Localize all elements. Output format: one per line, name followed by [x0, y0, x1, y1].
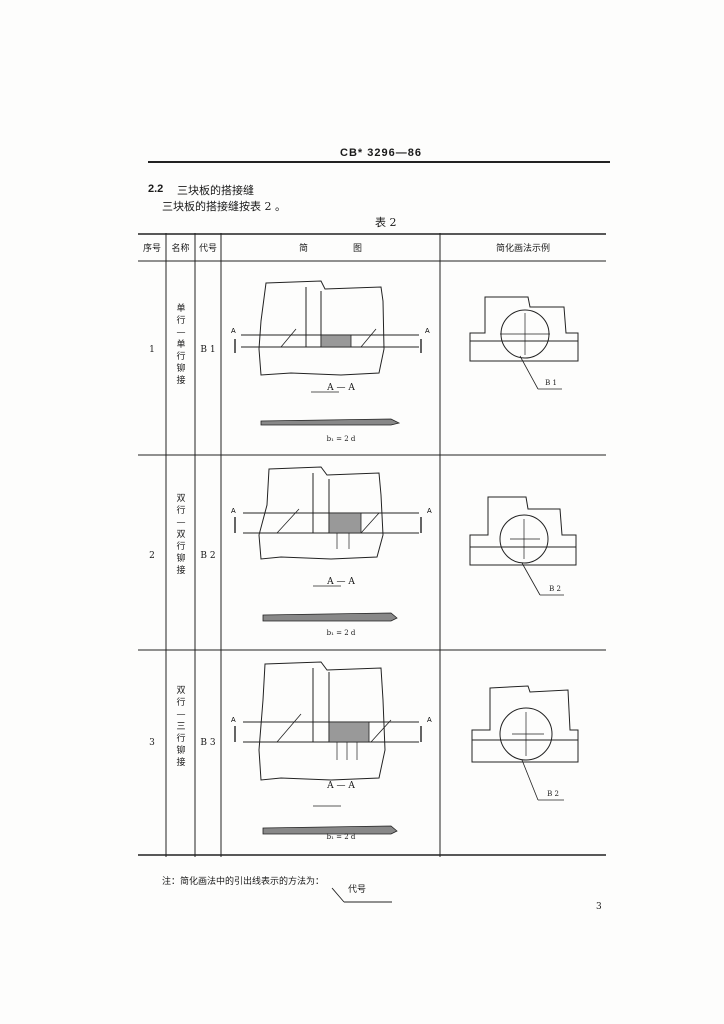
row1-section-label: A — A [327, 383, 355, 393]
row3-section-label: A — A [327, 781, 355, 791]
rivet-joint-table: 序号 名称 代号 简 图 简化画法示例 1 单行—单行铆接 B 1 A A A … [138, 233, 606, 857]
row1-callout: B 1 [545, 379, 557, 387]
header-simplified: 简化画法示例 [495, 244, 550, 254]
row2-formula: b₁ = 2 d [326, 629, 356, 637]
row3-name: 双行—三行铆接 [176, 686, 186, 768]
row3-simplified [471, 685, 579, 801]
row3-diagram: A A [231, 661, 432, 835]
section-number: 2.2 [148, 183, 164, 195]
row1-code: B 1 [200, 345, 216, 355]
row3-seq: 3 [149, 738, 155, 748]
table-grid [138, 233, 606, 857]
row2-diagram: A A [231, 466, 432, 622]
svg-text:A: A [427, 508, 432, 515]
header-rule [148, 161, 610, 163]
row2-seq: 2 [149, 551, 155, 561]
table-note: 注：简化画法中的引出线表示的方法为： [162, 877, 325, 887]
row3-code: B 3 [200, 738, 216, 748]
section-intro: 三块板的搭接缝按表 2 。 [162, 200, 286, 213]
row2-name: 双行—双行铆接 [176, 494, 186, 576]
header-code: 代号 [198, 244, 217, 254]
note-symbol-label: 代号 [348, 885, 367, 895]
row2-section-label: A — A [327, 577, 355, 587]
row1-name: 单行—单行铆接 [176, 304, 186, 386]
svg-text:A: A [231, 328, 236, 335]
row2-simplified [469, 496, 577, 596]
row1-simplified [469, 296, 579, 390]
row1-diagram: A A [231, 280, 430, 426]
header-diagram: 简 图 [298, 244, 362, 254]
header-seq: 序号 [142, 244, 161, 254]
svg-text:A: A [427, 717, 432, 724]
svg-text:A: A [231, 508, 236, 515]
row1-formula: b₁ = 2 d [326, 435, 356, 443]
row1-seq: 1 [149, 345, 155, 355]
svg-text:A: A [425, 328, 430, 335]
row2-callout: B 2 [549, 585, 561, 593]
row3-callout: B 2 [547, 790, 559, 798]
note-leader-symbol [331, 887, 392, 903]
svg-text:A: A [231, 717, 236, 724]
page-number: 3 [596, 902, 602, 912]
row2-code: B 2 [200, 551, 216, 561]
row3-formula: b₁ = 2 d [326, 833, 356, 841]
table-caption: 表 2 [375, 216, 397, 229]
section-title: 三块板的搭接缝 [177, 184, 254, 197]
standard-header: CB* 3296—86 [340, 147, 422, 159]
header-name: 名称 [171, 244, 190, 254]
